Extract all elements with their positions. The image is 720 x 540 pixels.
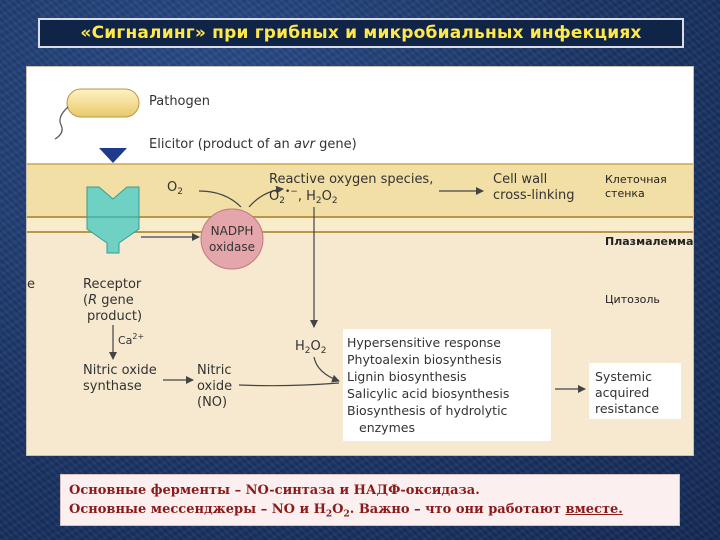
response-item-6: enzymes: [359, 420, 415, 435]
pathogen-label: Pathogen: [149, 94, 210, 109]
receptor-label-line2: (R gene: [83, 293, 134, 308]
response-item-5: Biosynthesis of hydrolytic: [347, 403, 508, 418]
h2o2-label: H2O2: [295, 339, 326, 356]
response-item-1: Hypersensitive response: [347, 335, 501, 350]
nadph-to-ros-curve: [248, 185, 284, 208]
slide-title-box: «Сигналинг» при грибных и микробиальных …: [38, 18, 684, 48]
response-item-3: Lignin biosynthesis: [347, 369, 467, 384]
responses-box: [343, 329, 551, 441]
sar-label-line3: resistance: [595, 401, 659, 416]
summary-note: Основные ферменты – NO-синтаза и НАДФ-ок…: [60, 474, 680, 526]
extracellular-region: [27, 67, 693, 164]
nos-label-line2: synthase: [83, 379, 142, 394]
nadph-oxidase-circle: [200, 208, 264, 270]
h2o2-to-response-arrow: [313, 356, 340, 383]
nos-label-line1: Nitric oxide: [83, 363, 157, 378]
receptor-membrane-part: [86, 216, 140, 254]
note-line-2: Основные мессенджеры – NO и H2O2. Важно …: [69, 502, 623, 520]
receptor-label-line3: product): [87, 309, 142, 324]
o2-label: O2: [167, 180, 183, 197]
no-label-line1: Nitric: [197, 363, 232, 378]
cellwall-label-line1: Cell wall: [493, 172, 547, 187]
no-to-response-line: [238, 382, 340, 387]
wall-region-label-line2: стенка: [605, 187, 645, 200]
sar-label-line2: acquired: [595, 385, 649, 400]
ros-label-line2: O2•−, H2O2: [269, 187, 338, 206]
calcium-label: Ca2+: [118, 332, 144, 347]
elicitor-triangle: [99, 148, 127, 163]
slide-title: «Сигналинг» при грибных и микробиальных …: [80, 23, 642, 43]
note-line-1: Основные ферменты – NO-синтаза и НАДФ-ок…: [69, 483, 480, 498]
pathogen-bacterium: [66, 88, 140, 118]
o2-curve: [198, 190, 242, 208]
nadph-label-line2: oxidase: [209, 240, 255, 254]
receptor-cup: [86, 186, 140, 218]
no-label-line3: (NO): [197, 395, 227, 410]
response-item-2: Phytoalexin biosynthesis: [347, 352, 502, 367]
no-label-line2: oxide: [197, 379, 232, 394]
elicitor-label: Elicitor (product of an avr gene): [149, 137, 357, 152]
pathogen-flagellum: [54, 106, 69, 140]
response-item-4: Salicylic acid biosynthesis: [347, 386, 509, 401]
signaling-diagram: Pathogen Elicitor (product of an avr gen…: [27, 67, 693, 455]
sar-label-line1: Systemic: [595, 369, 652, 384]
membrane-region-label: Плазмалемма: [605, 235, 693, 248]
sar-box: [589, 363, 681, 419]
cytosol-region-label: Цитозоль: [605, 293, 660, 306]
plasma-membrane-band: [27, 216, 693, 234]
receptor-label-line1: Receptor: [83, 277, 142, 292]
diagram-panel: Pathogen Elicitor (product of an avr gen…: [26, 66, 694, 456]
nadph-label-line1: NADPH: [211, 224, 254, 238]
cellwall-label-line2: cross-linking: [493, 188, 575, 203]
wall-region-label-line1: Клеточная: [605, 173, 667, 186]
ros-label-line1: Reactive oxygen species,: [269, 172, 433, 187]
left-edge-letter: e: [27, 277, 35, 292]
